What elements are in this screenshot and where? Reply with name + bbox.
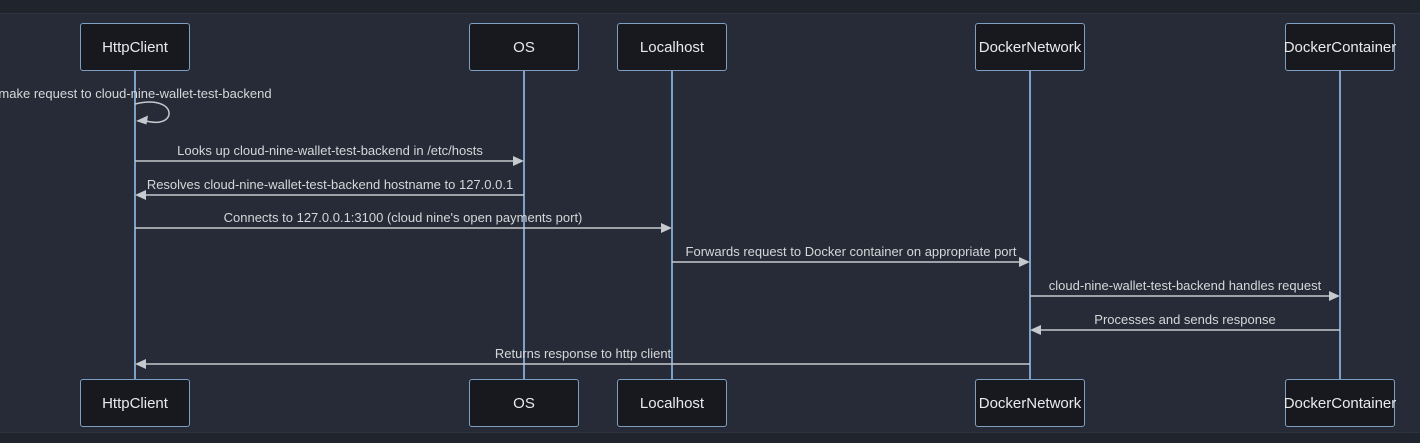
actor-label: DockerContainer	[1283, 394, 1397, 412]
actor-box-os-bottom: OS	[469, 379, 579, 427]
lifeline-dockernetwork	[1029, 71, 1031, 379]
message-label: Connects to 127.0.0.1:3100 (cloud nine's…	[223, 210, 583, 225]
actor-label: HttpClient	[102, 38, 168, 56]
actor-box-dockercontainer-top: DockerContainer	[1283, 23, 1397, 71]
diagram-background	[0, 13, 1420, 433]
lifeline-dockercontainer	[1339, 71, 1341, 379]
actor-box-dockercontainer-bottom: DockerContainer	[1283, 379, 1397, 427]
actor-box-dockernetwork-top: DockerNetwork	[975, 23, 1085, 71]
lifeline-localhost	[671, 71, 673, 379]
message-label: cloud-nine-wallet-test-backend handles r…	[1048, 278, 1322, 293]
message-label: Looks up cloud-nine-wallet-test-backend …	[177, 143, 483, 158]
actor-label: DockerNetwork	[978, 394, 1082, 412]
actor-box-httpclient-top: HttpClient	[80, 23, 190, 71]
actor-box-httpclient-bottom: HttpClient	[80, 379, 190, 427]
actor-label: DockerContainer	[1283, 38, 1397, 56]
message-label: Returns response to http client	[494, 346, 672, 361]
lifeline-httpclient	[134, 71, 136, 379]
actor-label: DockerNetwork	[978, 38, 1082, 56]
actor-label: Localhost	[639, 394, 705, 412]
message-label: Processes and sends response	[1094, 312, 1276, 327]
message-label: Forwards request to Docker container on …	[685, 244, 1017, 259]
actor-label: OS	[513, 394, 535, 412]
actor-label: OS	[513, 38, 535, 56]
actor-label: Localhost	[639, 38, 705, 56]
actor-box-dockernetwork-bottom: DockerNetwork	[975, 379, 1085, 427]
message-label: Resolves cloud-nine-wallet-test-backend …	[146, 177, 514, 192]
lifeline-os	[523, 71, 525, 379]
actor-label: HttpClient	[102, 394, 168, 412]
actor-box-os-top: OS	[469, 23, 579, 71]
message-label: make request to cloud-nine-wallet-test-b…	[0, 86, 272, 101]
actor-box-localhost-top: Localhost	[617, 23, 727, 71]
actor-box-localhost-bottom: Localhost	[617, 379, 727, 427]
